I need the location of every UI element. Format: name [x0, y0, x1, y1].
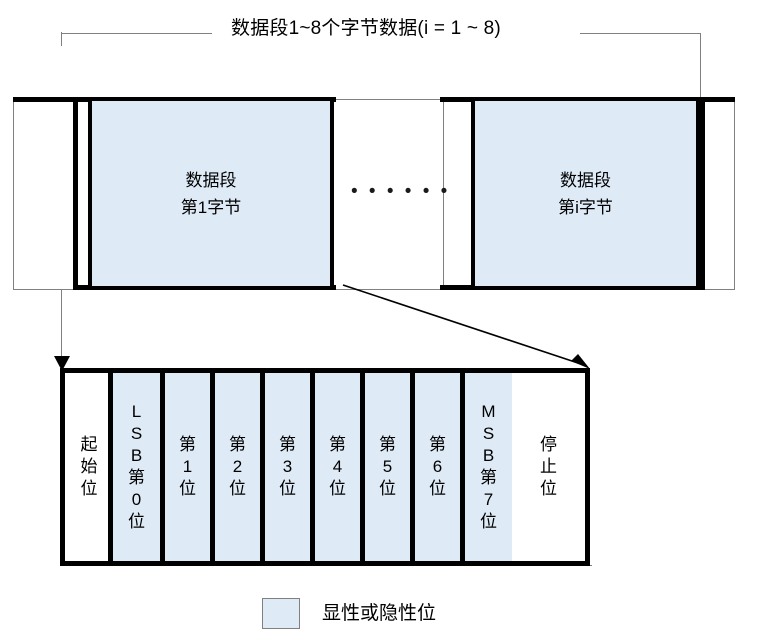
- bit-cell-6-label: 第6位: [429, 435, 446, 498]
- bit-cell-4[interactable]: 第4位: [310, 373, 365, 561]
- bit-cell-2[interactable]: 第2位: [210, 373, 265, 561]
- bit-frame: 起始位 LSB第0位 第1位 第2位 第3位 第4位 第5位 第6位 MSB第7…: [60, 368, 590, 566]
- upper-frame-right-inner-box: [700, 99, 735, 290]
- data-byte-box-first-line2: 第1字节: [180, 197, 242, 217]
- upper-frame-mid-box: [333, 99, 444, 290]
- bit-cell-3[interactable]: 第3位: [260, 373, 315, 561]
- legend-color-swatch: [262, 598, 300, 629]
- expansion-connector-arrow: [342, 284, 590, 369]
- bit-cell-msb-7-label: MSB第7位: [480, 402, 497, 531]
- bit-cell-stop[interactable]: 停止位: [512, 373, 585, 561]
- bit-cell-start-label: 起始位: [80, 435, 98, 498]
- title-bracket-left-tick: [61, 32, 62, 46]
- bit-cell-5-label: 第5位: [379, 435, 396, 498]
- legend: 显性或隐性位: [262, 598, 436, 629]
- bit-cell-stop-label: 停止位: [540, 435, 557, 498]
- ellipsis-separator: • • • • • •: [351, 181, 451, 202]
- bit-cell-lsb-0[interactable]: LSB第0位: [108, 373, 165, 561]
- bit-cell-start[interactable]: 起始位: [65, 373, 113, 561]
- legend-label: 显性或隐性位: [322, 602, 437, 624]
- data-byte-box-ith: 数据段 第i字节: [471, 97, 700, 290]
- bit-cell-msb-7[interactable]: MSB第7位: [460, 373, 517, 561]
- upper-frame-end-divider: [700, 97, 705, 290]
- bit-cell-5[interactable]: 第5位: [360, 373, 415, 561]
- data-byte-box-first: 数据段 第1字节: [88, 97, 334, 290]
- upper-frame-start-divider: [73, 97, 78, 290]
- bit-cell-1[interactable]: 第1位: [160, 373, 215, 561]
- title-bracket-right-rule: [580, 33, 700, 34]
- data-byte-box-first-line1: 数据段: [185, 170, 237, 190]
- bit-cell-lsb-0-label: LSB第0位: [128, 402, 145, 531]
- title-bracket-left-rule: [61, 33, 212, 34]
- data-byte-box-ith-line2: 第i字节: [558, 197, 613, 217]
- left-connector-arrowhead: [54, 356, 70, 371]
- bit-cell-4-label: 第4位: [329, 435, 346, 498]
- bit-cell-6[interactable]: 第6位: [410, 373, 465, 561]
- left-connector-line: [61, 290, 62, 362]
- diagram-title: 数据段1~8个字节数据(i = 1 ~ 8): [231, 18, 501, 39]
- bit-cell-2-label: 第2位: [229, 435, 246, 498]
- upper-frame-left-outer-box: [13, 99, 75, 290]
- bit-cell-1-label: 第1位: [179, 435, 196, 498]
- data-byte-box-ith-line1: 数据段: [560, 170, 611, 190]
- bit-cell-3-label: 第3位: [279, 435, 296, 498]
